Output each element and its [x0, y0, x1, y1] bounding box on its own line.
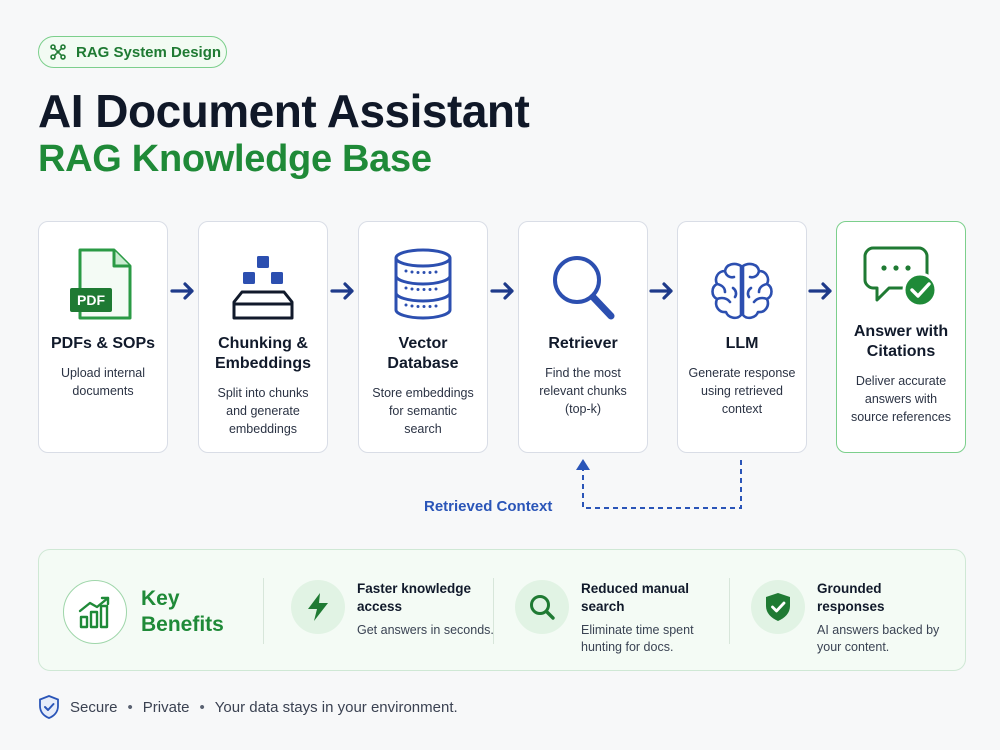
step-retriever: Retriever Find the most relevant chunks …: [518, 221, 648, 453]
step-desc: Store embeddings for semantic search: [372, 386, 474, 436]
divider: [729, 578, 730, 644]
step-pdfs: PDF PDFs & SOPs Upload internal document…: [38, 221, 168, 453]
divider: [263, 578, 264, 644]
step-title: Answer with Citations: [853, 323, 949, 360]
footer-secure: Secure: [70, 698, 118, 716]
step-chunking: Chunking & Embeddings Split into chunks …: [198, 221, 328, 453]
step-desc: Deliver accurate answers with source ref…: [850, 374, 952, 424]
footer-private: Private: [142, 698, 190, 716]
flow-arrow-icon: [808, 282, 832, 300]
shield-check-icon: [766, 593, 790, 621]
badge-label: RAG System Design: [76, 43, 222, 61]
network-icon: [50, 44, 66, 60]
benefit-title: Grounded responses: [817, 581, 885, 614]
loop-label: Retrieved Context: [424, 498, 553, 515]
divider: [493, 578, 494, 644]
step-title: LLM: [725, 335, 759, 352]
key-benefits-heading: Key Benefits: [141, 587, 224, 636]
benefit-desc: Eliminate time spent hunting for docs.: [581, 623, 694, 654]
flow-arrow-icon: [170, 282, 194, 300]
benefit-desc: Get answers in seconds.: [357, 623, 494, 637]
benefit-title: Faster knowledge access: [357, 581, 472, 614]
magnifier-icon: [553, 256, 615, 320]
footer: Secure • Private • Your data stays in yo…: [38, 695, 458, 719]
step-answer: Answer with Citations Deliver accurate a…: [836, 221, 966, 453]
shield-icon: [39, 695, 59, 719]
step-desc: Upload internal documents: [60, 366, 146, 398]
chunks-tray-icon: [232, 256, 294, 320]
page-subtitle: RAG Knowledge Base: [38, 138, 432, 180]
page-title: AI Document Assistant: [38, 85, 530, 137]
svg-text:PDF: PDF: [77, 292, 105, 308]
step-title: Chunking & Embeddings: [214, 335, 311, 372]
step-desc: Generate response using retrieved contex…: [688, 366, 796, 416]
step-llm: LLM Generate response using retrieved co…: [677, 221, 807, 453]
chat-check-icon: [863, 246, 938, 308]
brain-icon: [711, 262, 773, 320]
step-title: Vector Database: [387, 335, 459, 372]
pdf-document-icon: PDF: [70, 248, 132, 320]
flow-arrow-icon: [490, 282, 514, 300]
search-icon: [530, 595, 555, 620]
kb-icon-circle: [63, 580, 127, 644]
retrieved-context-loop: [576, 459, 742, 509]
lightning-icon: [308, 593, 328, 621]
database-icon: [394, 248, 452, 320]
flow-arrow-icon: [330, 282, 354, 300]
footer-separator: •: [127, 698, 133, 716]
section-badge: RAG System Design: [38, 36, 227, 68]
footer-separator: •: [199, 698, 205, 716]
step-desc: Split into chunks and generate embedding…: [217, 386, 309, 436]
benefit-desc: AI answers backed by your content.: [817, 623, 940, 654]
key-benefits-panel: Key Benefits Faster knowledge access Get…: [38, 549, 966, 671]
step-desc: Find the most relevant chunks (top-k): [539, 366, 627, 416]
step-vector-db: Vector Database Store embeddings for sem…: [358, 221, 488, 453]
benefit-title: Reduced manual search: [581, 581, 690, 614]
footer-data-note: Your data stays in your environment.: [214, 698, 458, 716]
step-title: PDFs & SOPs: [50, 335, 156, 352]
flow-arrow-icon: [649, 282, 673, 300]
step-title: Retriever: [548, 335, 618, 352]
growth-chart-icon: [78, 596, 110, 629]
